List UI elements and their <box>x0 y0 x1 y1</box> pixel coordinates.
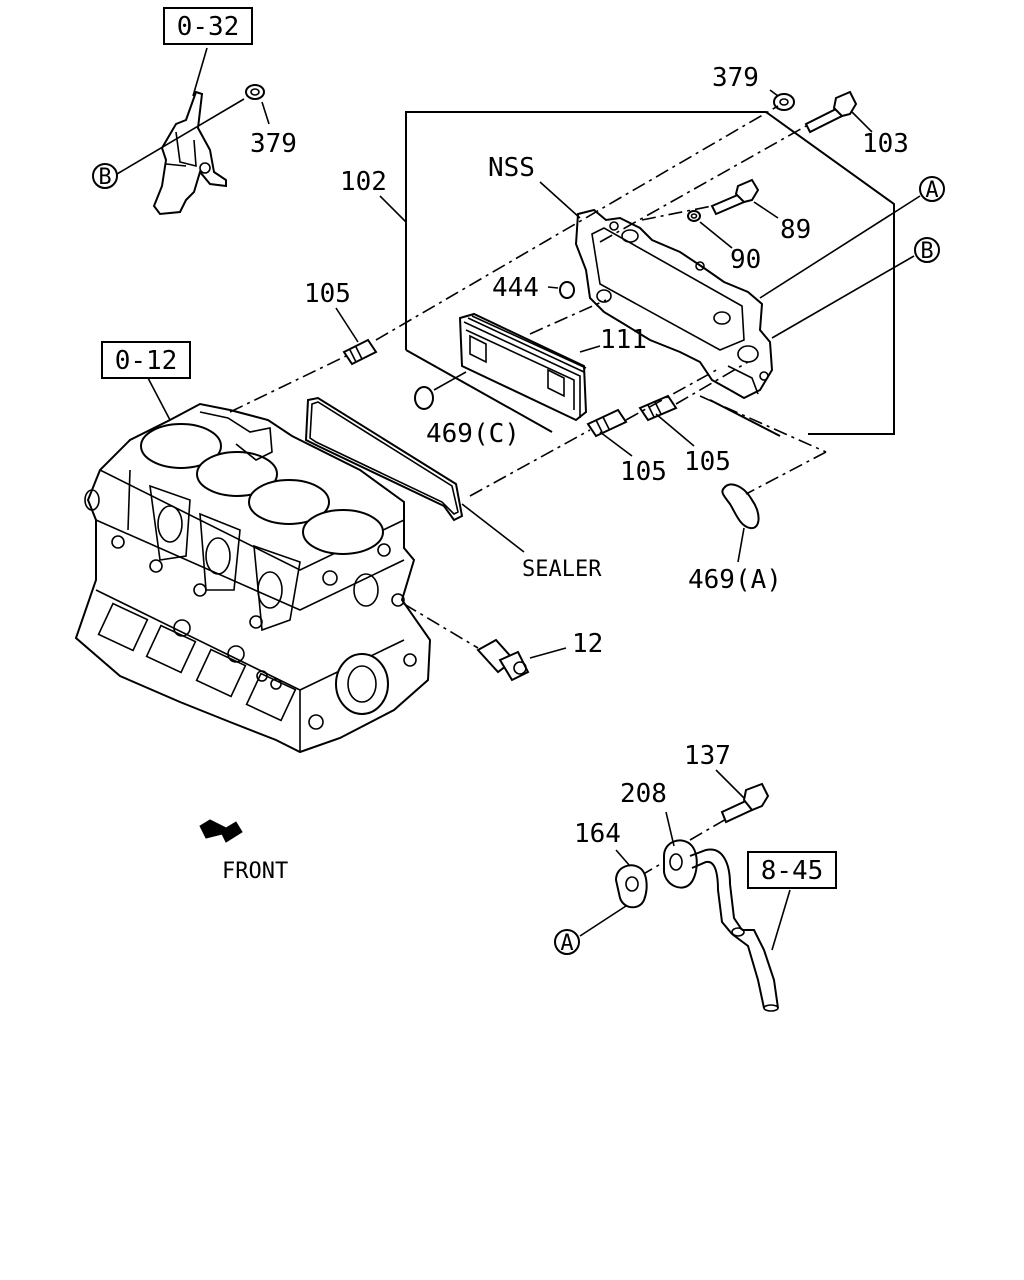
ref-box-0-32: 0-32 <box>163 7 253 45</box>
label-12: 12 <box>572 629 603 659</box>
label-90: 90 <box>730 245 761 275</box>
label-front: FRONT <box>222 859 288 884</box>
label-469a: 469(A) <box>688 565 782 595</box>
ref-0-32-label: 0-32 <box>177 12 240 42</box>
leader-b-right <box>771 255 915 339</box>
stud-105-middle <box>586 408 628 438</box>
oil-cooler-cover <box>574 208 774 400</box>
label-379-right: 379 <box>712 63 759 93</box>
leader-111 <box>579 345 601 353</box>
label-103: 103 <box>862 129 909 159</box>
drain-plug-12 <box>476 638 530 682</box>
label-208: 208 <box>620 779 667 809</box>
leader-137 <box>715 769 745 799</box>
marker-a-top-right: A <box>919 176 945 203</box>
label-89: 89 <box>780 215 811 245</box>
bolt-89 <box>710 178 760 216</box>
marker-a-top-right-label: A <box>925 178 938 203</box>
marker-b-right-label: B <box>920 239 933 264</box>
leader-444 <box>547 286 559 289</box>
label-379-left: 379 <box>250 129 297 159</box>
assembly-bracket-102 <box>405 111 895 437</box>
o-ring-444 <box>559 281 575 299</box>
leader-105-right <box>655 413 695 447</box>
washer-90 <box>687 210 701 222</box>
marker-b-left-label: B <box>98 165 111 190</box>
label-137: 137 <box>684 741 731 771</box>
leader-12 <box>529 647 567 659</box>
label-105-left: 105 <box>304 279 351 309</box>
leader-208 <box>665 811 675 847</box>
leader-a-bottom <box>579 905 627 937</box>
label-nss: NSS <box>488 153 535 183</box>
ref-0-12-label: 0-12 <box>115 346 178 376</box>
leader-90 <box>699 221 733 249</box>
center-lines <box>229 105 827 877</box>
stud-105-left <box>342 338 378 366</box>
leader-102 <box>379 195 407 223</box>
cylinder-block <box>74 402 432 754</box>
o-ring-469c <box>414 386 434 410</box>
leader-0-12 <box>147 377 171 421</box>
leader-379-right <box>769 89 779 97</box>
leader-8-45 <box>771 889 791 951</box>
pipe-208 <box>663 839 779 1012</box>
leader-sealer <box>461 503 525 553</box>
leader-89 <box>753 201 779 219</box>
label-105-middle: 105 <box>620 457 667 487</box>
ref-box-8-45: 8-45 <box>747 851 837 889</box>
leader-b-thermostat <box>116 98 245 175</box>
gasket-164 <box>614 864 648 909</box>
leader-105-middle <box>599 431 633 457</box>
label-102: 102 <box>340 167 387 197</box>
nut-379-top-left <box>245 84 265 100</box>
nut-379-top-right <box>773 93 795 111</box>
label-164: 164 <box>574 819 621 849</box>
leader-469a <box>737 527 745 563</box>
leader-379-left <box>261 101 270 125</box>
leader-103 <box>851 111 873 133</box>
marker-a-bottom: A <box>554 929 580 956</box>
leader-a-top <box>759 195 921 299</box>
oil-cooler-111 <box>458 312 588 422</box>
leader-nss <box>539 181 581 219</box>
label-sealer: SEALER <box>522 557 602 582</box>
marker-b-left: B <box>92 163 118 190</box>
bolt-137 <box>720 782 770 824</box>
leader-469c <box>433 371 467 391</box>
leader-0-32 <box>192 47 208 97</box>
ref-box-0-12: 0-12 <box>101 341 191 379</box>
bolt-103 <box>804 90 858 134</box>
label-444: 444 <box>492 273 539 303</box>
sealer-gasket <box>304 396 464 522</box>
o-ring-469a <box>721 483 760 530</box>
ref-8-45-label: 8-45 <box>761 856 824 886</box>
label-469c: 469(C) <box>426 419 520 449</box>
label-105-right: 105 <box>684 447 731 477</box>
label-111: 111 <box>600 325 647 355</box>
marker-a-bottom-label: A <box>560 931 573 956</box>
front-arrow-icon <box>199 819 243 843</box>
marker-b-right: B <box>914 237 940 264</box>
thermostat-housing <box>152 90 227 216</box>
leader-164 <box>615 849 631 867</box>
leader-105-left <box>335 307 359 343</box>
